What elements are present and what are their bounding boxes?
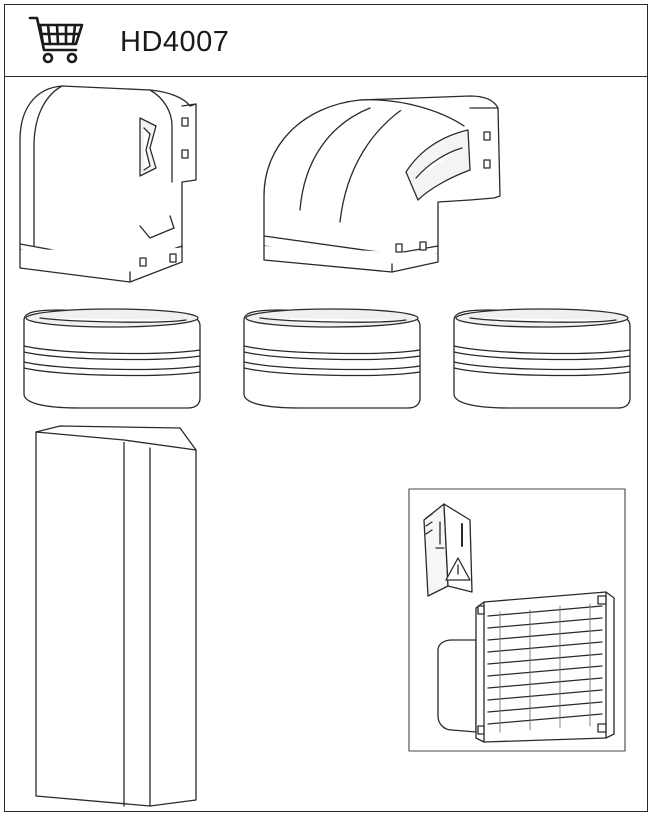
- model-code: HD4007: [120, 26, 230, 58]
- grille-adapter-icon: [438, 592, 614, 742]
- duct-straight-icon: [36, 426, 196, 806]
- manual-booklet-icon: [424, 504, 472, 596]
- duct-elbow-horizontal-icon: [264, 96, 500, 272]
- duct-connector-icon: [454, 309, 630, 408]
- duct-elbow-vertical-icon: [20, 86, 196, 282]
- duct-connector-icon: [244, 309, 420, 408]
- sheet-frame: [4, 4, 648, 812]
- shopping-cart-icon: [28, 12, 86, 66]
- header-divider: [4, 76, 648, 77]
- accessory-box: [409, 489, 625, 751]
- duct-connector-icon: [24, 309, 200, 408]
